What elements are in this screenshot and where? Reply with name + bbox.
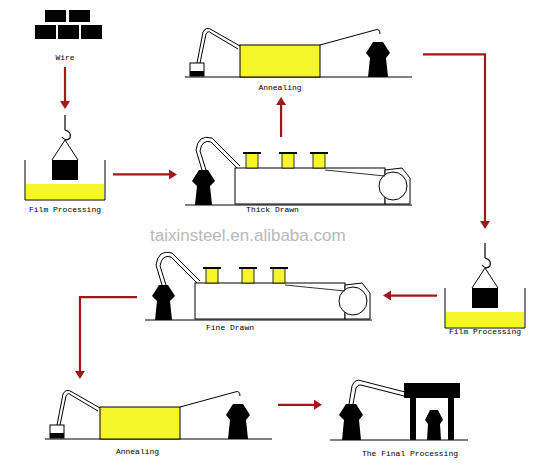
wire-bricks (58, 25, 79, 39)
arrow-head (480, 221, 490, 229)
step-label: Annealing (116, 447, 159, 457)
annealing-furnace (185, 28, 412, 77)
arrow-head (276, 97, 286, 105)
final-press (349, 380, 405, 404)
process-step: The Final Processing (325, 372, 470, 460)
flow-arrow (113, 169, 177, 179)
process-step: Film Processing (440, 232, 530, 338)
arrow-line (80, 297, 137, 373)
arrow-head (169, 169, 177, 179)
flow-arrow (383, 291, 437, 301)
final-press (330, 380, 468, 440)
film-tank (25, 115, 105, 200)
final-press (339, 404, 363, 440)
arrow-line (280, 103, 282, 137)
step-label: The Final Processing (362, 449, 458, 459)
film-tank (445, 243, 525, 328)
wire-bricks (69, 10, 90, 22)
arrow-line (113, 173, 171, 175)
process-step: Annealing (40, 382, 275, 458)
wire-bricks (45, 10, 66, 22)
process-step: Thick Drawn (180, 140, 415, 216)
fine-drawing-machine (145, 252, 372, 320)
thick-drawing-machine (185, 137, 412, 205)
flow-arrow (75, 297, 137, 379)
process-step: Annealing (180, 22, 420, 94)
annealing-furnace (45, 390, 272, 439)
arrow-line (389, 295, 437, 297)
flow-arrow (276, 97, 286, 137)
arrow-line (64, 67, 66, 103)
process-step: Wire (25, 8, 105, 64)
watermark: taixinsteel.en.alibaba.com (150, 226, 346, 246)
step-label: Thick Drawn (246, 205, 299, 215)
step-label: Film Processing (29, 205, 101, 215)
final-press (410, 398, 416, 440)
flow-arrow (278, 400, 322, 410)
arrow-line (278, 404, 316, 406)
final-press (425, 410, 443, 440)
final-press (353, 385, 404, 404)
wire-bricks (35, 10, 102, 39)
arrow-head (314, 400, 322, 410)
step-label: Annealing (258, 83, 301, 93)
step-label: Fine Drawn (206, 323, 254, 333)
wire-bricks (81, 25, 102, 39)
flow-arrow (423, 54, 490, 229)
arrow-head (75, 371, 85, 379)
final-press (448, 398, 454, 440)
final-press (404, 383, 460, 398)
arrow-line (423, 54, 485, 223)
step-label: Wire (55, 53, 74, 63)
arrow-head (383, 291, 391, 301)
process-step: Fine Drawn (140, 250, 380, 334)
flow-arrow (60, 67, 70, 109)
process-step: Film Processing (20, 112, 110, 216)
step-label: Film Processing (449, 327, 521, 337)
arrow-head (60, 101, 70, 109)
wire-bricks (35, 25, 56, 39)
